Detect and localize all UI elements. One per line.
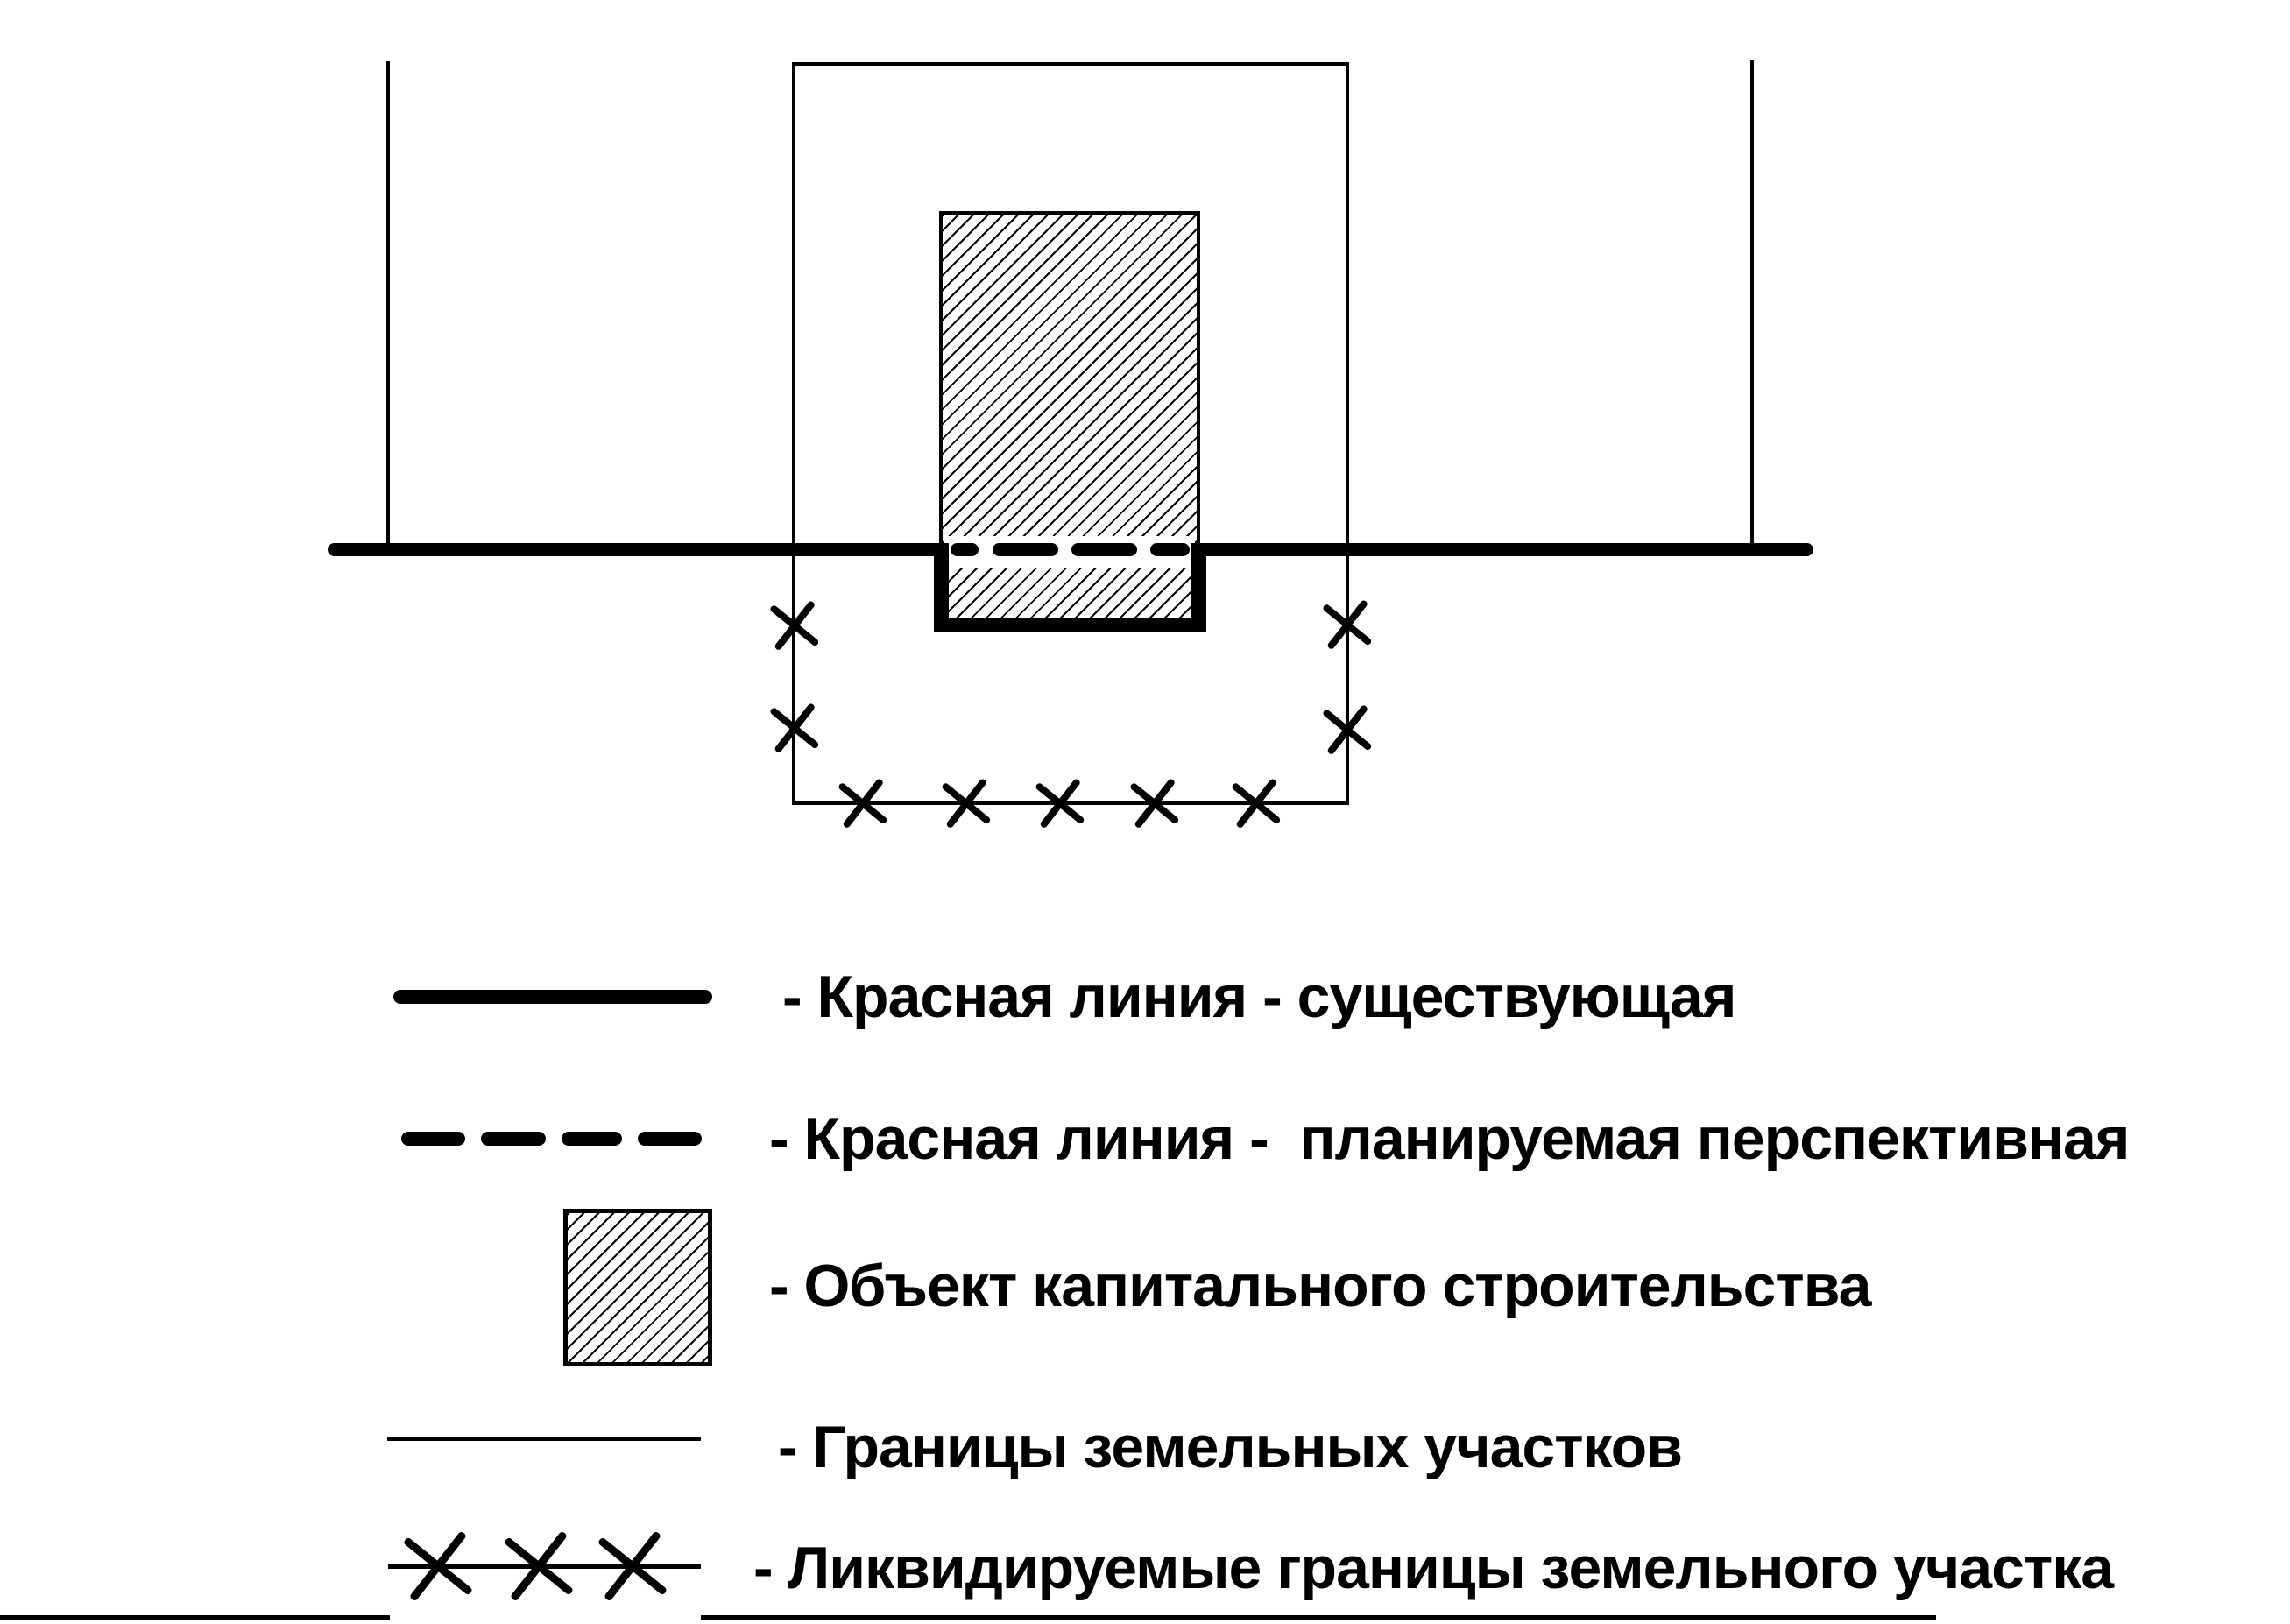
legend-label-red-line-existing: - Красная линия - существующая <box>782 964 1736 1030</box>
red-line-jog-left <box>934 543 949 632</box>
thick-dashed-line-icon <box>638 1132 702 1146</box>
thick-dashed-line-icon <box>401 1132 465 1146</box>
red-line-existing-left <box>328 543 937 556</box>
plot-boundary-left-line <box>386 61 390 556</box>
red-line-existing-right <box>1202 543 1813 556</box>
red-line-jog-bottom <box>934 618 1206 632</box>
bottom-border-segment <box>701 1615 1936 1620</box>
red-line-planned-dash-4 <box>1150 543 1190 556</box>
red-line-planned-dash-2 <box>993 543 1058 556</box>
bottom-border-segment <box>0 1615 390 1620</box>
thin-line-icon <box>387 1437 701 1441</box>
red-line-jog-right <box>1191 543 1206 632</box>
legend-label-liquidated-bounds: - Ликвидируемые границы земельного участ… <box>753 1535 2114 1601</box>
legend-label-plot-boundaries: - Границы земельных участков <box>778 1414 1683 1480</box>
red-line-planned-dash-3 <box>1071 543 1137 556</box>
hatched-square-icon <box>563 1209 712 1366</box>
legend-label-capital-object: - Объект капитального строительства <box>769 1253 1871 1319</box>
plot-boundary-right-line <box>1750 60 1754 556</box>
thick-dashed-line-icon <box>562 1132 622 1146</box>
parcel-boundary-rect <box>792 62 1349 805</box>
legend-label-red-line-planned: - Красная линия - планируемая перспектив… <box>769 1105 2130 1172</box>
thick-dashed-line-icon <box>481 1132 546 1146</box>
red-line-planned-dash-1 <box>951 543 979 556</box>
thick-solid-line-icon <box>393 990 712 1004</box>
